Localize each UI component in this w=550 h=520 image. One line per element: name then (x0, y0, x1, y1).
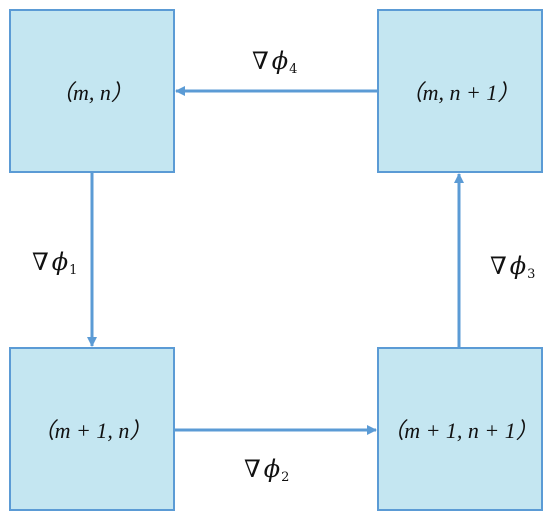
phi-symbol: ϕ (51, 248, 69, 276)
node-m-plus-1-n: （m + 1, n） (9, 347, 175, 511)
nabla-symbol: ∇ (244, 455, 261, 483)
nabla-symbol: ∇ (490, 252, 507, 280)
phi-symbol: ϕ (263, 455, 281, 483)
node-m-plus-1-n-label: （m + 1, n） (32, 418, 152, 443)
edge-label-phi3: ∇ϕ3 (490, 252, 535, 282)
node-m-n: （m, n） (9, 9, 175, 173)
node-m-plus-1-n-plus-1-label: （m + 1, n + 1） (382, 418, 538, 443)
subscript-index: 3 (527, 267, 536, 282)
phi-symbol: ϕ (509, 252, 527, 280)
nabla-symbol: ∇ (32, 248, 49, 276)
subscript-index: 1 (69, 263, 78, 278)
node-m-n-label: （m, n） (51, 80, 133, 105)
edge-label-phi1: ∇ϕ1 (32, 248, 77, 278)
node-m-n-plus-1: （m, n + 1） (377, 9, 543, 173)
nabla-symbol: ∇ (252, 47, 269, 75)
subscript-index: 4 (289, 62, 298, 77)
subscript-index: 2 (281, 470, 290, 485)
node-m-plus-1-n-plus-1: （m + 1, n + 1） (377, 347, 543, 511)
edge-label-phi2: ∇ϕ2 (244, 455, 289, 485)
edge-label-phi4: ∇ϕ4 (252, 47, 297, 77)
phi-symbol: ϕ (271, 47, 289, 75)
node-m-n-plus-1-label: （m, n + 1） (400, 80, 520, 105)
